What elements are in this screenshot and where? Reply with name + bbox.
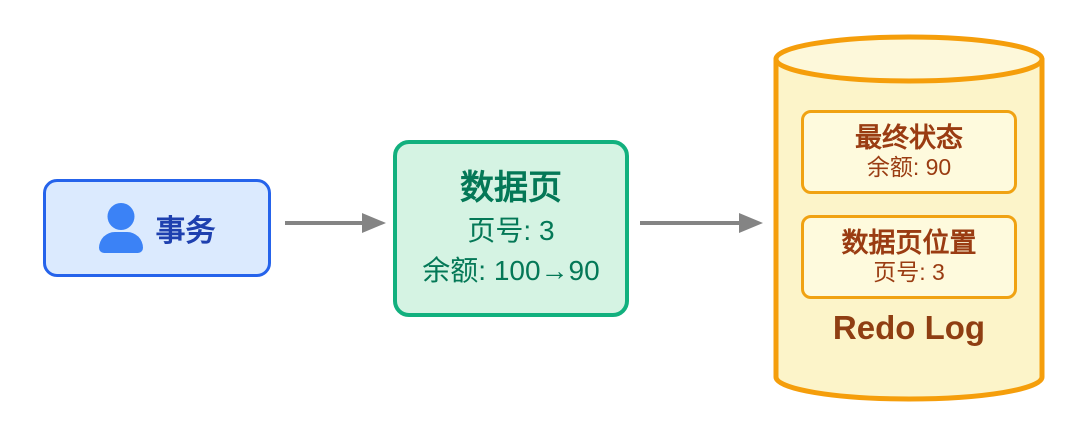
data-page-balance: 余额: 100→90 [422, 255, 600, 287]
log-entry-value: 页号: 3 [873, 258, 945, 285]
data-page-title: 数据页 [460, 168, 562, 207]
data-page-number: 页号: 3 [467, 215, 555, 247]
log-entry-title: 数据页位置 [841, 227, 977, 258]
log-entry-final-state: 最终状态 余额: 90 [801, 110, 1017, 194]
flow-arrow-right-icon [640, 213, 763, 233]
flow-arrow-left-icon [285, 213, 386, 233]
transaction-node: 事务 [43, 179, 271, 277]
log-entry-page-location: 数据页位置 页号: 3 [801, 215, 1017, 299]
redo-log-node: 最终状态 余额: 90 数据页位置 页号: 3 Redo Log [770, 33, 1048, 405]
user-icon-head [107, 203, 134, 230]
log-entry-value: 余额: 90 [866, 153, 952, 180]
user-icon-shoulders [98, 232, 143, 253]
data-page-node: 数据页 页号: 3 余额: 100→90 [393, 140, 629, 317]
log-entry-title: 最终状态 [855, 122, 963, 153]
transaction-label: 事务 [155, 215, 216, 248]
redo-log-label: Redo Log [832, 309, 986, 346]
user-icon [98, 203, 143, 253]
